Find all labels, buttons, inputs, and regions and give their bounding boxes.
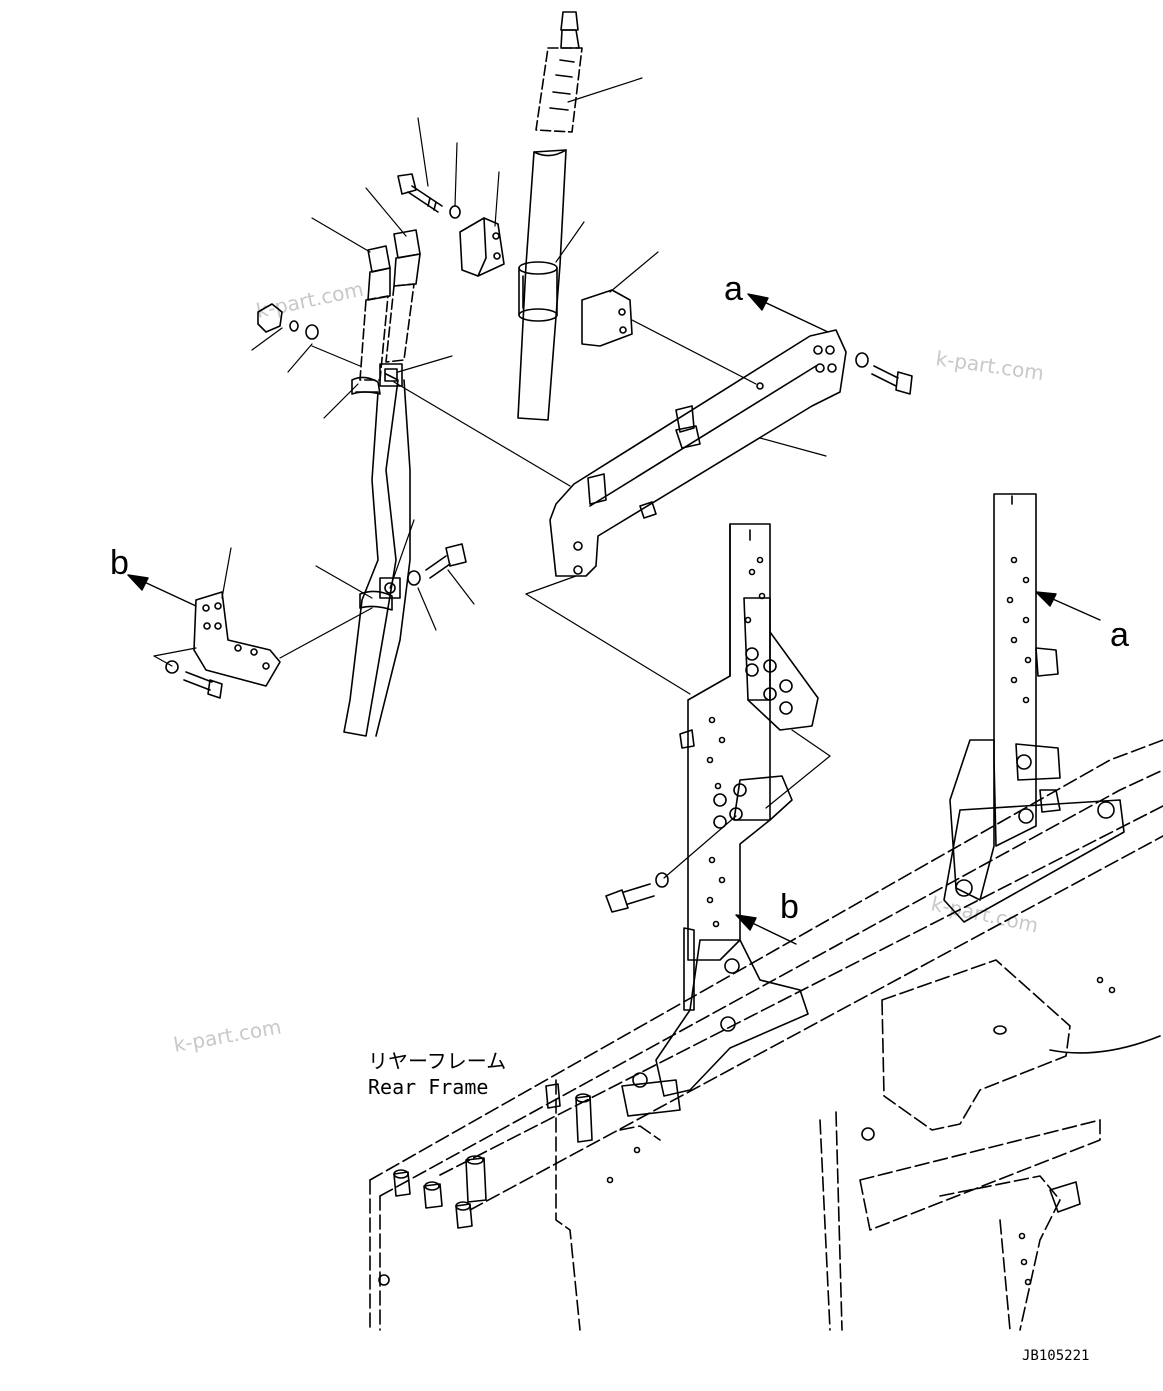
- l-bracket: [165, 591, 281, 699]
- watermark: k-part.com: [934, 346, 1045, 385]
- label-b-left: b: [110, 544, 129, 582]
- nut-left: [257, 303, 319, 340]
- watermark: k-part.com: [254, 277, 366, 323]
- leader-lines: [153, 77, 831, 879]
- vertical-post-right: [949, 493, 1061, 901]
- upper-hose: [517, 11, 583, 421]
- label-a-right: a: [1110, 616, 1129, 654]
- arrows: [127, 293, 1101, 945]
- twin-hoses: [343, 229, 421, 737]
- caption-english: Rear Frame: [368, 1075, 488, 1099]
- hose-band-clamp: [518, 261, 558, 322]
- bolt-top: [397, 173, 461, 219]
- bolt-post: [605, 872, 669, 913]
- hose-clamp-upper: [351, 363, 403, 395]
- stay-bracket: [549, 329, 913, 577]
- hose-clamp-lower: [359, 577, 401, 611]
- bolt-middle: [407, 543, 467, 586]
- watermark: k-part.com: [929, 891, 1041, 937]
- clamp-bracket-top: [459, 217, 505, 277]
- label-a-top: a: [724, 270, 743, 308]
- rear-frame: [369, 739, 1163, 1331]
- vertical-post-left: [621, 523, 819, 1117]
- caption-japanese: リヤーフレーム: [368, 1049, 506, 1073]
- label-b-mid: b: [780, 888, 799, 926]
- drawing-code: JB105221: [1022, 1348, 1089, 1364]
- clamp-bracket-right: [581, 289, 633, 347]
- watermark: k-part.com: [172, 1014, 283, 1057]
